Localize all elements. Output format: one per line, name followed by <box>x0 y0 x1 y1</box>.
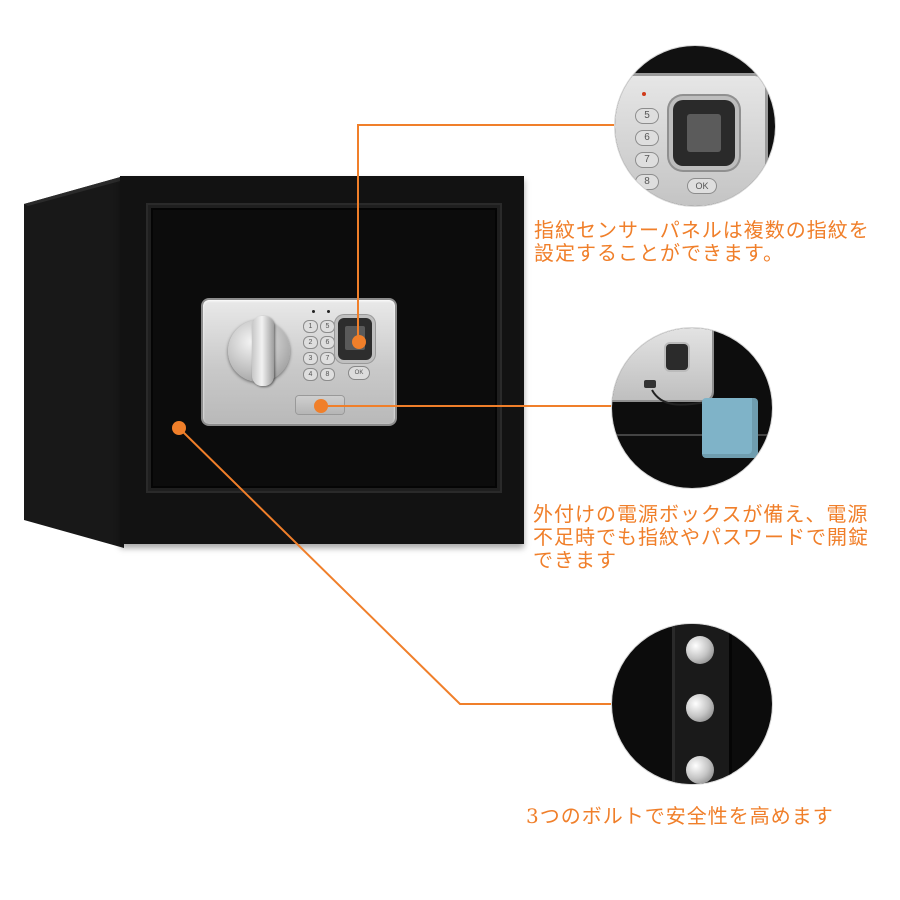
keypad-key[interactable]: 3 <box>303 352 318 365</box>
power-box-zoom <box>612 328 772 488</box>
zoom-keypad-key: 7 <box>635 152 659 168</box>
zoom-ok-key: OK <box>687 178 717 194</box>
power-callout-line <box>325 405 617 407</box>
safe: 1 5 2 6 3 7 4 8 OK <box>0 0 540 560</box>
zoom-keypad-key: 8 <box>635 174 659 190</box>
keypad-key[interactable]: 5 <box>320 320 335 333</box>
bolt <box>686 694 714 722</box>
bolt <box>686 636 714 664</box>
indicator-light <box>327 310 330 313</box>
zoom-power-cable <box>651 389 708 406</box>
bolt <box>686 756 714 784</box>
zoom-fingerprint-sensor <box>666 344 688 370</box>
fingerprint-zoom: 5 6 7 8 OK <box>615 46 775 206</box>
power-caption: 外付けの電源ボックスが備え、電源不足時でも指紋やパスワードで開錠できます <box>533 502 869 572</box>
zoom-indicator-light <box>642 92 646 96</box>
zoom-keypad-key: 5 <box>635 108 659 124</box>
keypad-key[interactable]: 1 <box>303 320 318 333</box>
handle-grip[interactable] <box>252 316 274 386</box>
keypad-key[interactable]: 6 <box>320 336 335 349</box>
fingerprint-callout-line <box>357 124 619 126</box>
fingerprint-caption: 指紋センサーパネルは複数の指紋を設定することができます。 <box>534 218 870 265</box>
zoom-door-panel <box>612 328 712 400</box>
power-box <box>702 398 758 458</box>
zoom-door-edge <box>612 434 772 436</box>
zoom-keypad-key: 6 <box>635 130 659 146</box>
fingerprint-callout-dot <box>352 335 366 349</box>
power-callout-dot <box>314 399 328 413</box>
keypad-key[interactable]: 8 <box>320 368 335 381</box>
bolt-zoom <box>612 624 772 784</box>
zoom-fingerprint-window <box>687 114 721 152</box>
keypad-key[interactable]: 7 <box>320 352 335 365</box>
keypad-key[interactable]: 2 <box>303 336 318 349</box>
keypad-key[interactable]: 4 <box>303 368 318 381</box>
bolt-caption: 3つのボルトで安全性を高めます <box>526 804 834 828</box>
fingerprint-callout-line <box>357 124 359 338</box>
indicator-light <box>312 310 315 313</box>
ok-key[interactable]: OK <box>348 366 370 380</box>
zoom-usb-port <box>644 380 656 388</box>
